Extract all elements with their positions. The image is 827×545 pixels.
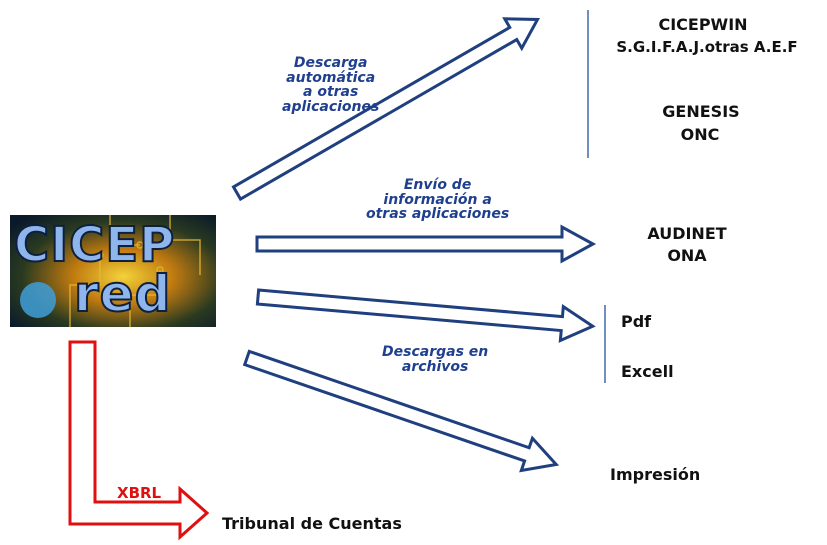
divider-line-files: [604, 305, 606, 383]
label-line: información a: [383, 191, 492, 208]
dest-excel: Excell: [621, 362, 674, 381]
label-line: otras aplicaciones: [366, 206, 510, 223]
label-line: aplicaciones: [282, 99, 380, 116]
dest-sgif: S.G.I.F.A.J.otras A.E.F: [616, 38, 798, 56]
divider-line-top: [587, 10, 589, 158]
label-xbrl: XBRL: [117, 484, 162, 502]
dest-impresion: Impresión: [610, 465, 701, 484]
dest-audinet: AUDINET: [647, 224, 727, 243]
arrow-descarga-automatica: [231, 17, 541, 202]
label-line: Descarga: [293, 55, 368, 71]
arrow-xbrl: [68, 340, 210, 541]
label-line: Envío de: [403, 177, 472, 193]
label-line: archivos: [401, 358, 469, 375]
arrow-envio: [255, 224, 597, 264]
logo-background: [10, 215, 216, 327]
arrow-impresion: [242, 349, 560, 473]
arrow-descargas-archivos: [255, 288, 596, 343]
dest-tribunal: Tribunal de Cuentas: [222, 514, 402, 533]
label-envio: Envío de información a otras aplicacione…: [366, 178, 509, 222]
dest-genesis: GENESIS: [662, 102, 740, 121]
dest-ona: ONA: [667, 246, 707, 265]
logo-text-cicep: CICEP: [13, 216, 176, 274]
dest-pdf: Pdf: [621, 312, 652, 331]
label-line: a otras: [303, 84, 359, 101]
logo-text-red: red: [73, 264, 172, 324]
label-line: Descargas en: [382, 344, 489, 360]
dest-onc: ONC: [680, 125, 720, 144]
label-line: automática: [286, 69, 376, 86]
cicep-red-logo: CICEP red: [10, 215, 216, 327]
label-descargas-archivos: Descargas en archivos: [382, 345, 488, 374]
label-descarga-automatica: Descarga automática a otras aplicaciones: [282, 56, 379, 115]
dest-cicepwin: CICEPWIN: [658, 15, 748, 34]
